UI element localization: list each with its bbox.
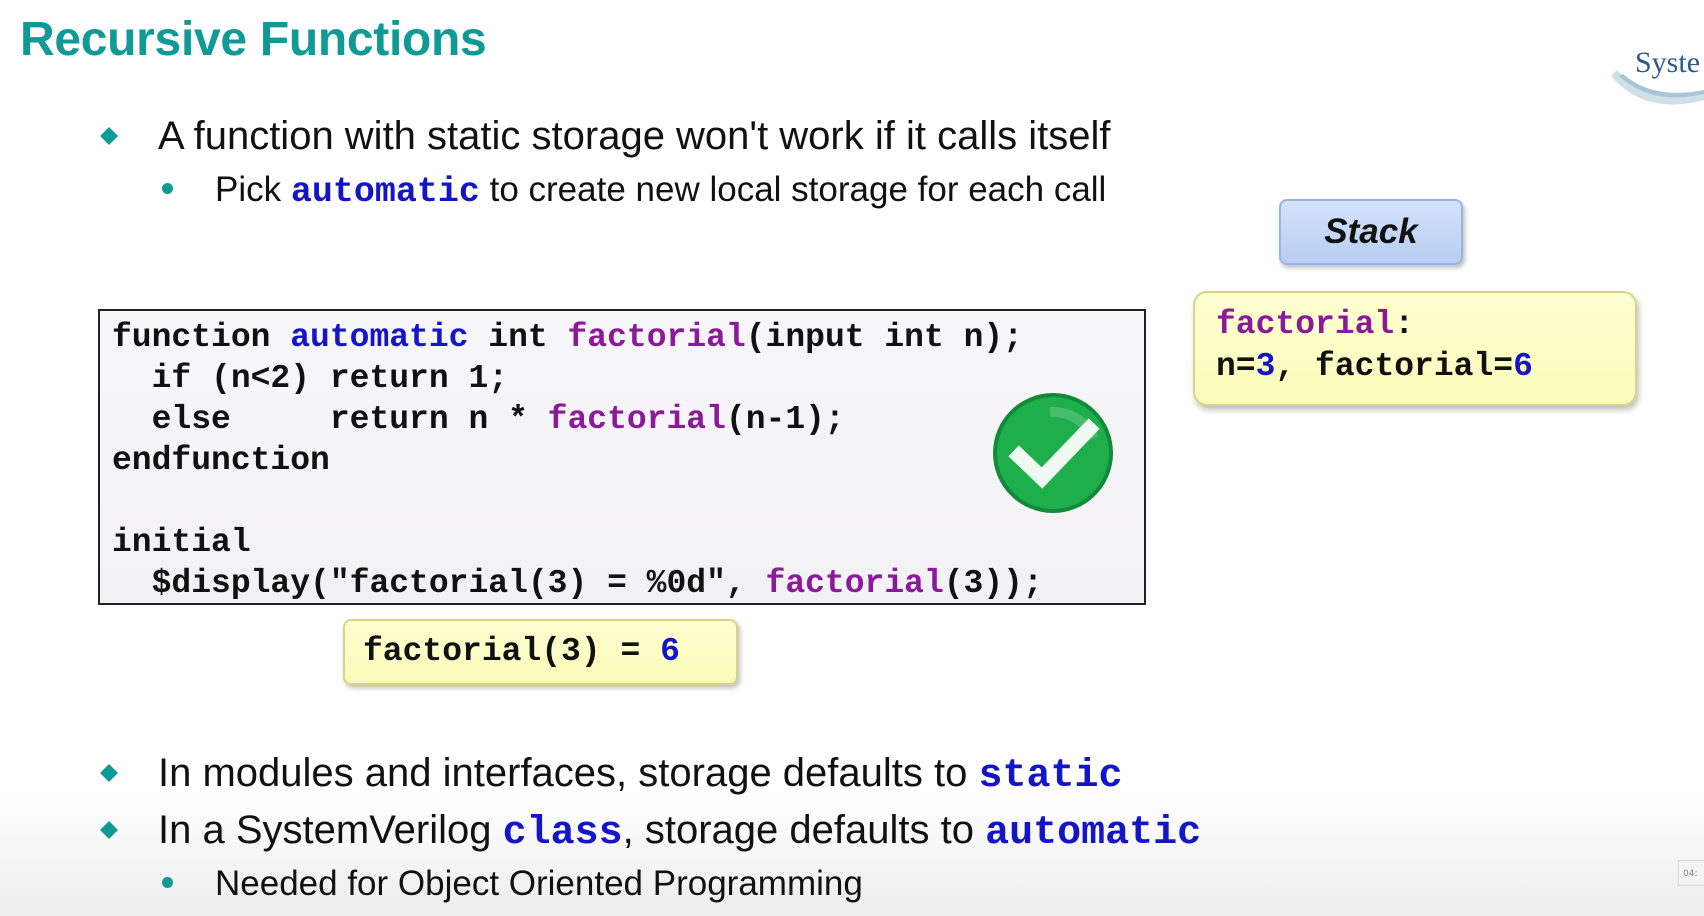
stack-label: Stack (1279, 199, 1463, 265)
bullet-modules-static: In modules and interfaces, storage defau… (100, 751, 1123, 799)
video-timestamp[interactable]: 04: (1678, 860, 1704, 886)
code-block: function automatic int factorial(input i… (98, 309, 1146, 605)
dot-bullet-icon (162, 877, 173, 888)
sub-bullet-text: Needed for Object Oriented Programming (215, 864, 863, 903)
keyword-class: class (502, 811, 623, 856)
diamond-bullet-icon (100, 127, 118, 145)
code-line-1: function automatic int factorial(input i… (112, 319, 1023, 356)
code-line-4: endfunction (112, 442, 330, 479)
stack-separator: , factorial= (1275, 348, 1514, 385)
stack-frame-colon: : (1394, 306, 1415, 343)
bullet-text: In modules and interfaces, storage defau… (158, 751, 979, 795)
dot-bullet-icon (162, 183, 173, 194)
code-line-6: initial (112, 524, 251, 561)
keyword-automatic: automatic (290, 172, 480, 212)
sub-bullet-automatic: Pick automatic to create new local stora… (162, 170, 1106, 212)
code-line-2: if (n<2) return 1; (112, 360, 509, 397)
sub-bullet-oop: Needed for Object Oriented Programming (162, 864, 863, 904)
output-result: factorial(3) = 6 (343, 619, 738, 685)
sub-bullet-text-after: to create new local storage for each cal… (479, 170, 1107, 209)
diamond-bullet-icon (100, 821, 118, 839)
logo: Syste (1611, 46, 1704, 105)
keyword-automatic: automatic (985, 811, 1202, 856)
stack-frame: factorial: n=3, factorial=6 (1193, 291, 1637, 406)
bullet-class-automatic: In a SystemVerilog class , storage defau… (100, 808, 1201, 856)
output-value: 6 (660, 633, 680, 670)
bullet-static-storage: A function with static storage won't wor… (100, 114, 1110, 159)
diamond-bullet-icon (100, 764, 118, 782)
code-line-7: $display("factorial(3) = %0d", factorial… (112, 565, 1043, 602)
stack-n-value: 3 (1255, 348, 1276, 385)
stack-factorial-value: 6 (1513, 348, 1533, 385)
bullet-text: A function with static storage won't wor… (158, 114, 1111, 158)
bullet-text-before: In a SystemVerilog (158, 808, 503, 852)
slide-title: Recursive Functions (20, 13, 487, 66)
logo-text: Syste (1635, 46, 1700, 79)
sub-bullet-text-before: Pick (215, 170, 291, 209)
stack-n-label: n= (1216, 348, 1256, 385)
keyword-static: static (978, 754, 1123, 799)
output-expression: factorial(3) = (363, 633, 661, 670)
check-circle-icon (993, 393, 1113, 513)
stack-frame-function: factorial (1216, 306, 1395, 343)
code-line-3: else return n * factorial(n-1); (112, 401, 845, 438)
bullet-text-middle: , storage defaults to (622, 808, 986, 852)
